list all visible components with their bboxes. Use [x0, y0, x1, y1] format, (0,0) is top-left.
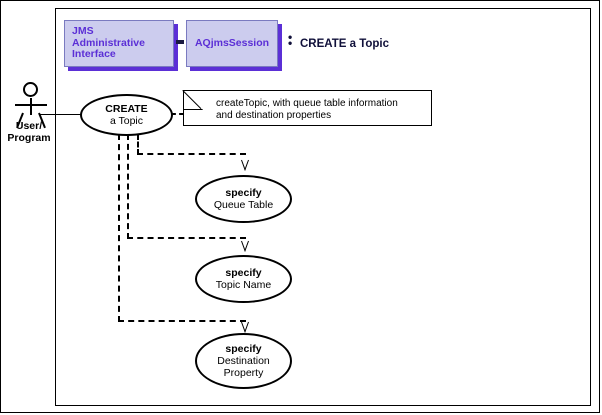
use-case-specify-destination-property[interactable]: specify Destination Property [195, 333, 292, 389]
class-box-jms-line2: Administrative [72, 36, 145, 49]
dependency-line-topic-name-vertical [127, 134, 129, 239]
use-case-destination-line2: Destination [217, 355, 270, 367]
dependency-line-destination-horizontal [118, 320, 246, 322]
use-case-destination-property-label: specify Destination Property [217, 343, 270, 379]
use-case-queue-table-label: specify Queue Table [214, 187, 273, 211]
use-case-create-label: CREATE a Topic [105, 103, 147, 127]
use-case-queue-table-line2: Queue Table [213, 199, 274, 211]
class-box-jms-line1: JMS [72, 25, 94, 37]
use-case-queue-table-line1: specify [225, 187, 262, 199]
dependency-line-destination-vertical [118, 134, 120, 322]
note-text-line1: createTopic, with queue table informatio… [216, 98, 398, 109]
class-box-jms-line3: Interface [72, 48, 116, 60]
use-case-destination-line3: Property [223, 367, 264, 379]
dependency-line-queue-table-horizontal [137, 153, 246, 155]
use-case-specify-topic-name[interactable]: specify Topic Name [195, 255, 292, 303]
use-case-topic-name-line1: specify [225, 267, 262, 279]
class-box-aqjms-session[interactable]: AQjmsSession [186, 20, 278, 67]
actor-arms [15, 104, 47, 106]
association-actor-to-create [40, 114, 82, 115]
actor-body [30, 98, 32, 115]
use-case-topic-name-line2: Topic Name [215, 279, 272, 291]
note-text-line2: and destination properties [216, 109, 332, 121]
arrowhead-destination-property [239, 321, 251, 333]
note-text: createTopic, with queue table informatio… [216, 98, 427, 121]
dependency-line-topic-name-horizontal [127, 237, 246, 239]
actor-label-line2: Program [7, 132, 51, 144]
class-box-jms-administrative-interface[interactable]: JMS Administrative Interface [64, 20, 174, 67]
note-connector-line [171, 113, 184, 115]
dependency-line-queue-table-vertical [137, 134, 139, 155]
arrowhead-topic-name [239, 240, 251, 252]
use-case-topic-name-label: specify Topic Name [216, 267, 271, 291]
use-case-create-line2: a Topic [109, 115, 144, 127]
use-case-create-line1: CREATE [105, 103, 148, 115]
use-case-specify-queue-table[interactable]: specify Queue Table [195, 175, 292, 223]
diagram-title: CREATE a Topic [300, 38, 390, 50]
header-separator-dash [176, 40, 184, 44]
use-case-create-a-topic[interactable]: CREATE a Topic [80, 94, 173, 136]
actor-label: User/ Program [2, 120, 56, 144]
actor-label-line1: User/ [15, 120, 43, 132]
arrowhead-queue-table [239, 159, 251, 171]
use-case-destination-line1: specify [225, 343, 262, 355]
actor-stick-figure-icon [10, 82, 54, 147]
actor-head [23, 82, 38, 97]
title-colon: •• [288, 30, 293, 50]
note-box-create-topic: createTopic, with queue table informatio… [182, 90, 432, 126]
system-boundary-box [55, 8, 591, 406]
class-box-session-label: AQjmsSession [194, 36, 270, 49]
